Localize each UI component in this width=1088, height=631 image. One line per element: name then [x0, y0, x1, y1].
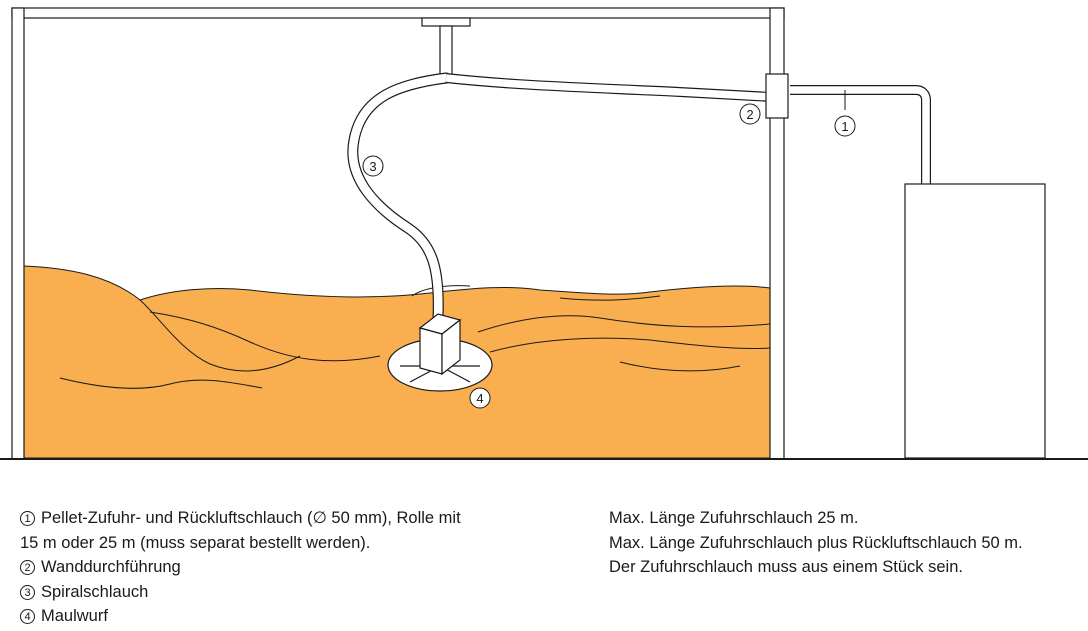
- note-max-total-length: Max. Länge Zufuhrschlauch plus Rücklufts…: [609, 533, 1023, 552]
- mole-unit: [387, 313, 493, 392]
- legend-item-2-text: Wanddurchführung: [41, 558, 181, 576]
- room-walls: [11, 7, 785, 460]
- legend-item-2: 2 Wanddurchführung: [20, 555, 580, 580]
- left-wall: [11, 7, 25, 460]
- pile-contour-lines: [59, 285, 771, 389]
- spiral-hose: [347, 72, 452, 324]
- legend-item-1-line-1: Pellet-Zufuhr- und Rückluftschlauch (∅ 5…: [41, 509, 461, 527]
- note-max-supply-length: Max. Länge Zufuhrschlauch 25 m.: [609, 509, 859, 527]
- boiler-unit: [904, 183, 1046, 459]
- legend: 1 Pellet-Zufuhr- und Rückluftschlauch (∅ …: [20, 506, 580, 629]
- ceiling: [11, 7, 785, 19]
- wall-passage: [765, 73, 789, 119]
- legend-item-1-continued: 15 m oder 25 m (muss separat bestellt we…: [20, 531, 580, 556]
- supply-return-hose: [790, 85, 931, 186]
- legend-number-1: 1: [20, 511, 35, 526]
- legend-number-3: 3: [20, 584, 35, 600]
- legend-item-4: 4 Maulwurf: [20, 604, 580, 629]
- legend-item-1-line-2: 15 m oder 25 m (muss separat bestellt we…: [20, 533, 371, 552]
- callout-3: 3: [362, 155, 384, 177]
- legend-item-3-text: Spiralschlauch: [41, 582, 149, 601]
- callout-2: 2: [739, 103, 761, 125]
- note-single-piece: Der Zufuhrschlauch muss aus einem Stück …: [609, 558, 963, 576]
- svg-text:2: 2: [746, 107, 753, 122]
- notes: Max. Länge Zufuhrschlauch 25 m. Max. Län…: [609, 506, 1084, 580]
- installation-diagram: 1 2 3 4: [0, 7, 1088, 460]
- legend-item-4-text: Maulwurf: [41, 607, 108, 625]
- svg-text:4: 4: [476, 391, 483, 406]
- legend-number-4: 4: [20, 609, 35, 624]
- legend-item-1: 1 Pellet-Zufuhr- und Rückluftschlauch (∅ …: [20, 506, 580, 531]
- svg-text:3: 3: [369, 159, 376, 174]
- callout-4: 4: [469, 387, 491, 409]
- ceiling-bracket: [421, 17, 471, 83]
- legend-number-2: 2: [20, 560, 35, 575]
- legend-item-3: 3 Spiralschlauch: [20, 580, 580, 605]
- svg-text:1: 1: [841, 119, 848, 134]
- callout-1: 1: [834, 115, 856, 137]
- supply-hose-ceiling: [445, 73, 773, 102]
